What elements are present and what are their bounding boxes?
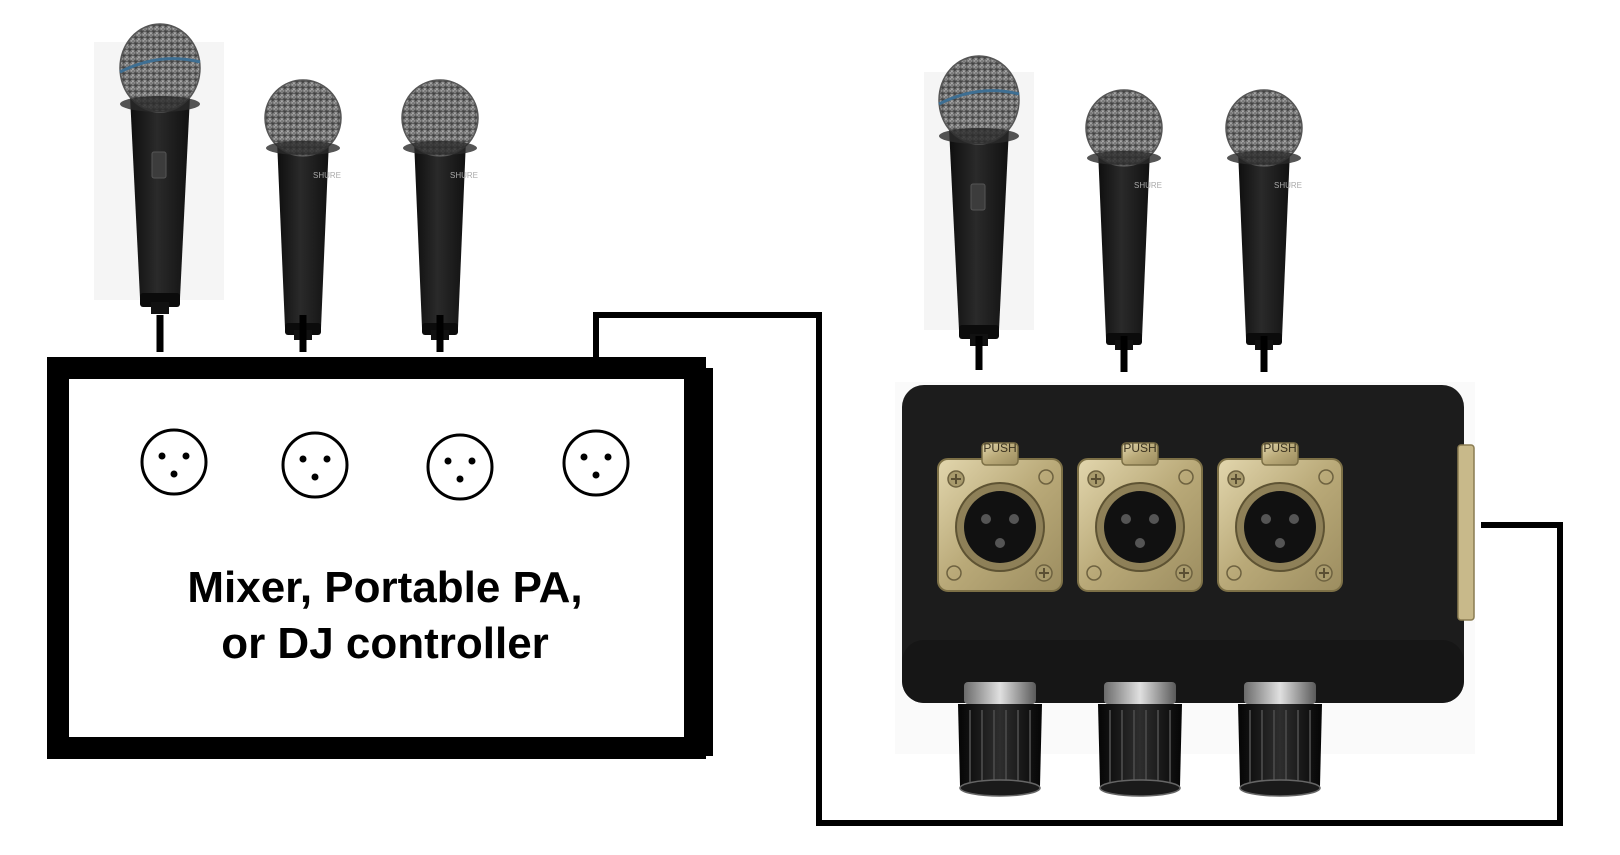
push-label-2: PUSH (1123, 441, 1156, 455)
mic-sm58-left-3: SHURE (401, 79, 479, 341)
push-label-1: PUSH (983, 441, 1016, 455)
splitter-to-mixer-cable (593, 312, 1563, 826)
mic-brand-text: SHURE (313, 171, 341, 180)
mic-sm58-right-3: SHURE (1225, 89, 1303, 351)
splitter-knob-3 (1237, 681, 1323, 797)
left-mic-group: SHURE SHURE (94, 22, 479, 341)
splitter-xlr-jack-1 (937, 442, 1063, 592)
right-mic-group: SHURE SHURE (924, 54, 1303, 351)
right-mic-stubs (975, 336, 1268, 372)
splitter-knob-2 (1097, 681, 1183, 797)
mixer-xlr-inputs (140, 428, 630, 501)
mixer-xlr-input-1 (140, 428, 208, 496)
mixer-xlr-input-3 (426, 433, 494, 501)
splitter-xlr-jack-2 (1077, 442, 1203, 592)
mixer-xlr-input-4 (562, 429, 630, 497)
mic-brand-text: SHURE (1274, 181, 1302, 190)
splitter-knob-1 (957, 681, 1043, 797)
mic-sm58-left-2: SHURE (264, 79, 342, 341)
splitter-box: PUSH PUSH PUSH (895, 382, 1475, 797)
mic-sm58-right-2: SHURE (1085, 89, 1163, 351)
mixer-label-line-2: or DJ controller (221, 619, 549, 668)
mixer-xlr-input-2 (281, 431, 349, 499)
mixer-label: Mixer, Portable PA, or DJ controller (75, 560, 695, 672)
mic-brand-text: SHURE (450, 171, 478, 180)
mic-brand-text: SHURE (1134, 181, 1162, 190)
splitter-xlr-jack-3 (1217, 442, 1343, 592)
mixer-label-line-1: Mixer, Portable PA, (187, 563, 583, 612)
left-mic-stubs (156, 315, 444, 352)
splitter-side-connector (1457, 444, 1475, 621)
push-label-3: PUSH (1263, 441, 1296, 455)
